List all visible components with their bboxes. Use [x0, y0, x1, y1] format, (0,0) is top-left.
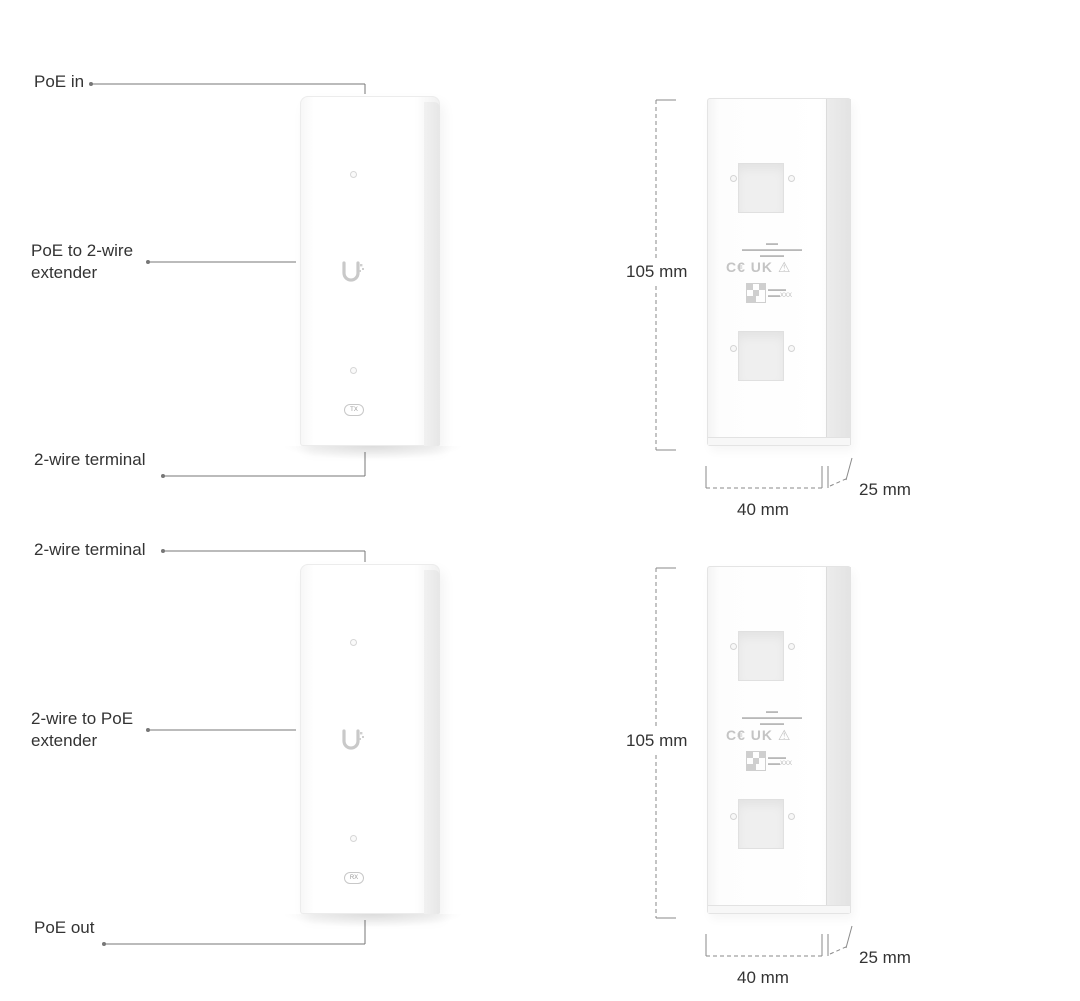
tx-badge: TX	[344, 404, 364, 416]
device-shadow	[282, 914, 464, 928]
dimension-depth-bottom: 25 mm	[859, 948, 911, 967]
label-fineprint: ▬▬▬▬▬▬▬▬▬▬▬▬▬▬▬▬	[742, 241, 802, 259]
dimension-depth-top: 25 mm	[859, 480, 911, 499]
screw-hole	[788, 345, 795, 352]
device-bottom-edge	[708, 437, 850, 445]
device-side-face	[424, 102, 440, 446]
qr-code-icon	[746, 283, 766, 303]
label-poe-to-2wire-extender: PoE to 2-wire extender	[31, 240, 133, 284]
screw-hole	[788, 643, 795, 650]
u-logo-icon	[342, 729, 364, 750]
ce-ukca-icons: C€ UK ⚠	[726, 259, 792, 275]
label-line-2: extender	[31, 731, 98, 750]
screw-hole	[730, 175, 737, 182]
device-bottom-edge	[708, 905, 850, 913]
serial-fineprint: ▬▬▬▬▬XXX	[768, 287, 793, 299]
secondary-led	[350, 367, 357, 374]
device-side-face	[424, 570, 440, 914]
rx-badge: RX	[344, 872, 364, 884]
secondary-led	[350, 835, 357, 842]
screw-hole	[730, 643, 737, 650]
rx-extender-front: RX	[282, 564, 464, 928]
mounting-slot-upper	[738, 163, 784, 213]
mounting-slot-lower	[738, 799, 784, 849]
label-2wire-terminal-top: 2-wire terminal	[34, 450, 146, 469]
ce-ukca-icons: C€ UK ⚠	[726, 727, 792, 743]
label-poe-in: PoE in	[34, 72, 85, 91]
label-line-1: 2-wire to PoE	[31, 709, 134, 728]
device-shadow	[282, 446, 464, 460]
u-logo-icon	[342, 261, 364, 282]
tx-extender-back: ▬▬▬▬▬▬▬▬▬▬▬▬▬▬▬▬ C€ UK ⚠ ▬▬▬▬▬XXX	[707, 98, 851, 446]
screw-hole	[788, 175, 795, 182]
qr-code-icon	[746, 751, 766, 771]
label-fineprint: ▬▬▬▬▬▬▬▬▬▬▬▬▬▬▬▬	[742, 709, 802, 727]
screw-hole	[730, 345, 737, 352]
label-line-2: extender	[31, 263, 98, 282]
rx-extender-back: ▬▬▬▬▬▬▬▬▬▬▬▬▬▬▬▬ C€ UK ⚠ ▬▬▬▬▬XXX	[707, 566, 851, 914]
screw-hole	[788, 813, 795, 820]
mounting-slot-upper	[738, 631, 784, 681]
dimension-width-bottom: 40 mm	[737, 968, 789, 987]
device-side-face	[826, 99, 851, 445]
dimension-width-top: 40 mm	[737, 500, 789, 519]
label-poe-out: PoE out	[34, 918, 95, 937]
mounting-slot-lower	[738, 331, 784, 381]
device-side-face	[826, 567, 851, 913]
status-led	[350, 639, 357, 646]
tx-extender-front: TX	[282, 96, 464, 460]
label-line-1: PoE to 2-wire	[31, 241, 134, 260]
status-led	[350, 171, 357, 178]
label-2wire-terminal-bottom: 2-wire terminal	[34, 540, 146, 559]
serial-fineprint: ▬▬▬▬▬XXX	[768, 755, 793, 767]
label-2wire-to-poe-extender: 2-wire to PoE extender	[31, 708, 133, 752]
dimension-height-top: 105 mm	[626, 262, 688, 281]
screw-hole	[730, 813, 737, 820]
dimension-height-bottom: 105 mm	[626, 731, 688, 750]
